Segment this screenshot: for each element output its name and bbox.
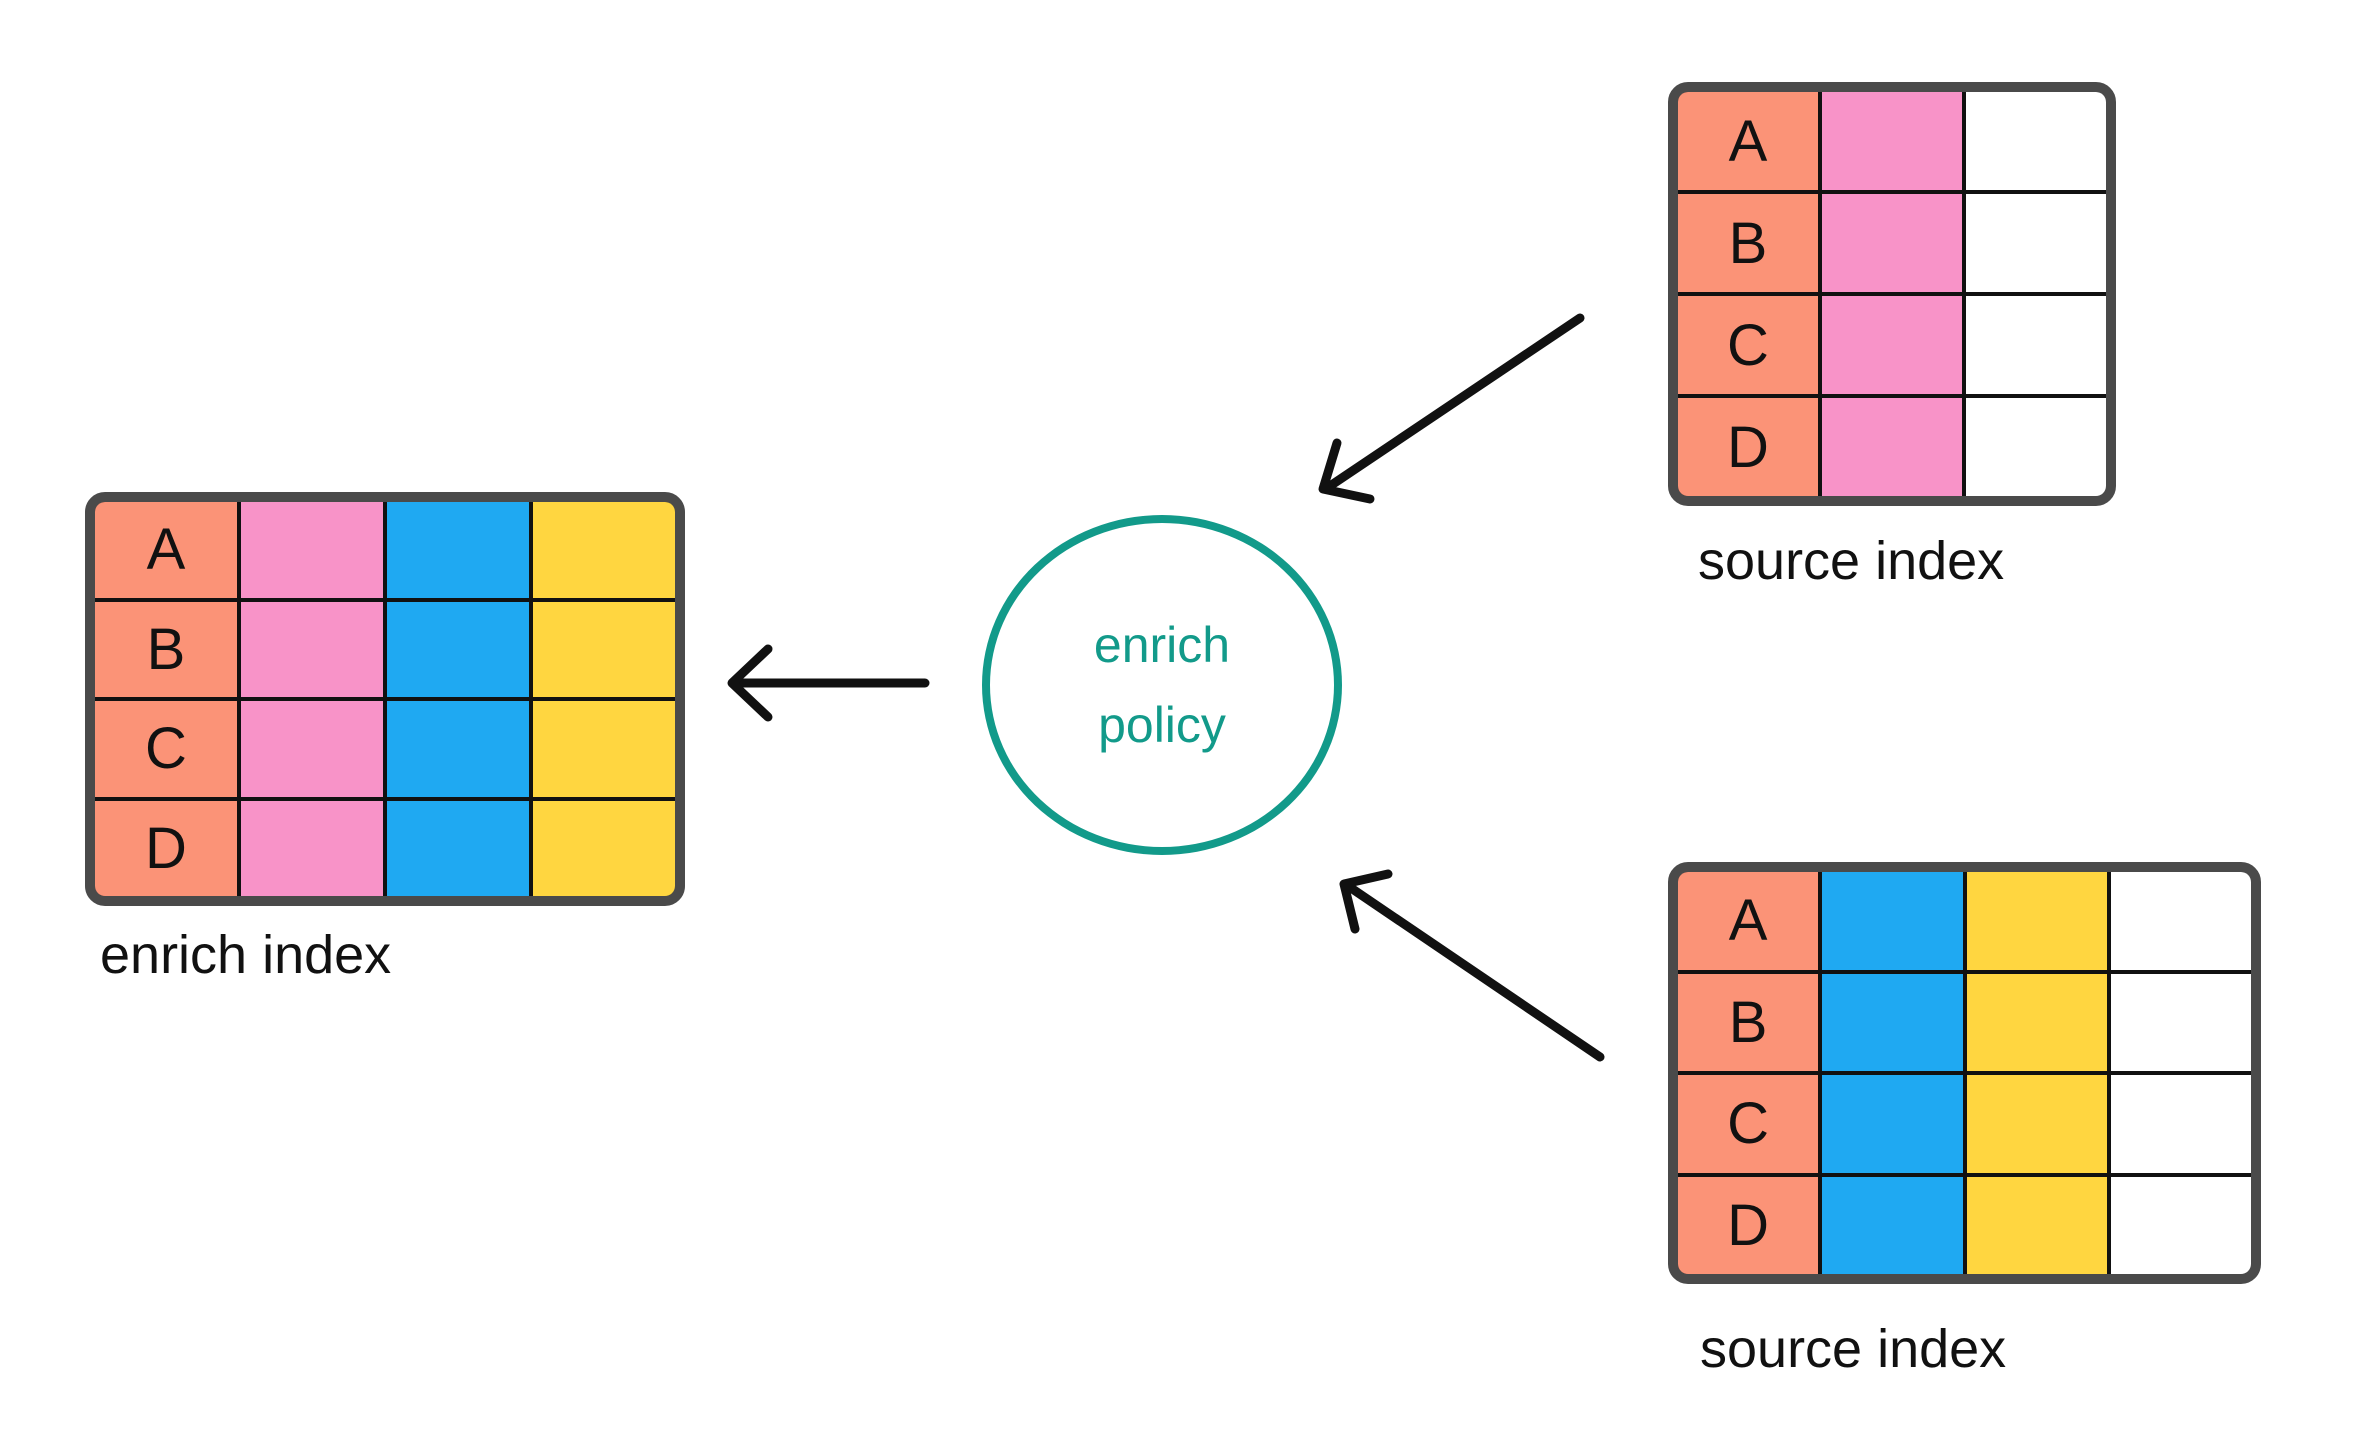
table-cell: [1822, 92, 1962, 190]
row-label-cell: D: [1678, 1176, 1819, 1274]
table-cell: [1822, 1075, 1963, 1173]
table-cell: [387, 502, 529, 598]
table-cell: [241, 502, 383, 598]
table-cell: [1966, 1176, 2107, 1274]
table-cell: [533, 800, 675, 896]
table-cell: [387, 800, 529, 896]
row-label-cell: D: [1678, 398, 1818, 496]
row-label-cell: C: [1678, 1075, 1819, 1173]
table-cell: [241, 701, 383, 797]
table-cell: [1966, 398, 2106, 496]
arrow-source-top-to-policy: [1318, 313, 1585, 504]
table-cell: [1822, 973, 1963, 1071]
row-label-cell: A: [95, 502, 237, 598]
row-label-cell: A: [1678, 92, 1818, 190]
row-label-cell: B: [1678, 194, 1818, 292]
enrich-policy-circle: enrich policy: [982, 515, 1342, 855]
enrich-index-label: enrich index: [100, 925, 392, 985]
table-cell: [1966, 296, 2106, 394]
table-cell: [533, 502, 675, 598]
table-cell: [387, 601, 529, 697]
row-label-cell: A: [1678, 872, 1819, 970]
table-cell: [533, 701, 675, 797]
enrich-policy-line-1: enrich: [1093, 617, 1231, 673]
table-cell: [1822, 872, 1963, 970]
table-cell: [2110, 872, 2251, 970]
table-cell: [1966, 872, 2107, 970]
source-index-top-label: source index: [1698, 531, 2005, 591]
source-index-bottom-label: source index: [1700, 1319, 2007, 1379]
table-cell: [387, 701, 529, 797]
table-cell: [241, 800, 383, 896]
table-cell: [2110, 973, 2251, 1071]
table-cell: [533, 601, 675, 697]
table-cell: [1966, 92, 2106, 190]
arrow-policy-to-enrich-index: [727, 644, 930, 722]
table-cell: [2110, 1075, 2251, 1173]
table-cell: [1822, 194, 1962, 292]
table-cell: [1822, 296, 1962, 394]
row-label-cell: D: [95, 800, 237, 896]
table-cell: [1822, 1176, 1963, 1274]
row-label-cell: C: [95, 701, 237, 797]
table-cell: [1966, 194, 2106, 292]
row-label-cell: B: [1678, 973, 1819, 1071]
table-cell: [1966, 1075, 2107, 1173]
row-label-cell: C: [1678, 296, 1818, 394]
table-cell: [1966, 973, 2107, 1071]
table-cell: [241, 601, 383, 697]
enrich-policy-line-2: policy: [1098, 697, 1226, 753]
table-cell: [2110, 1176, 2251, 1274]
row-label-cell: B: [95, 601, 237, 697]
arrow-source-bottom-to-policy: [1339, 869, 1605, 1062]
table-cell: [1822, 398, 1962, 496]
